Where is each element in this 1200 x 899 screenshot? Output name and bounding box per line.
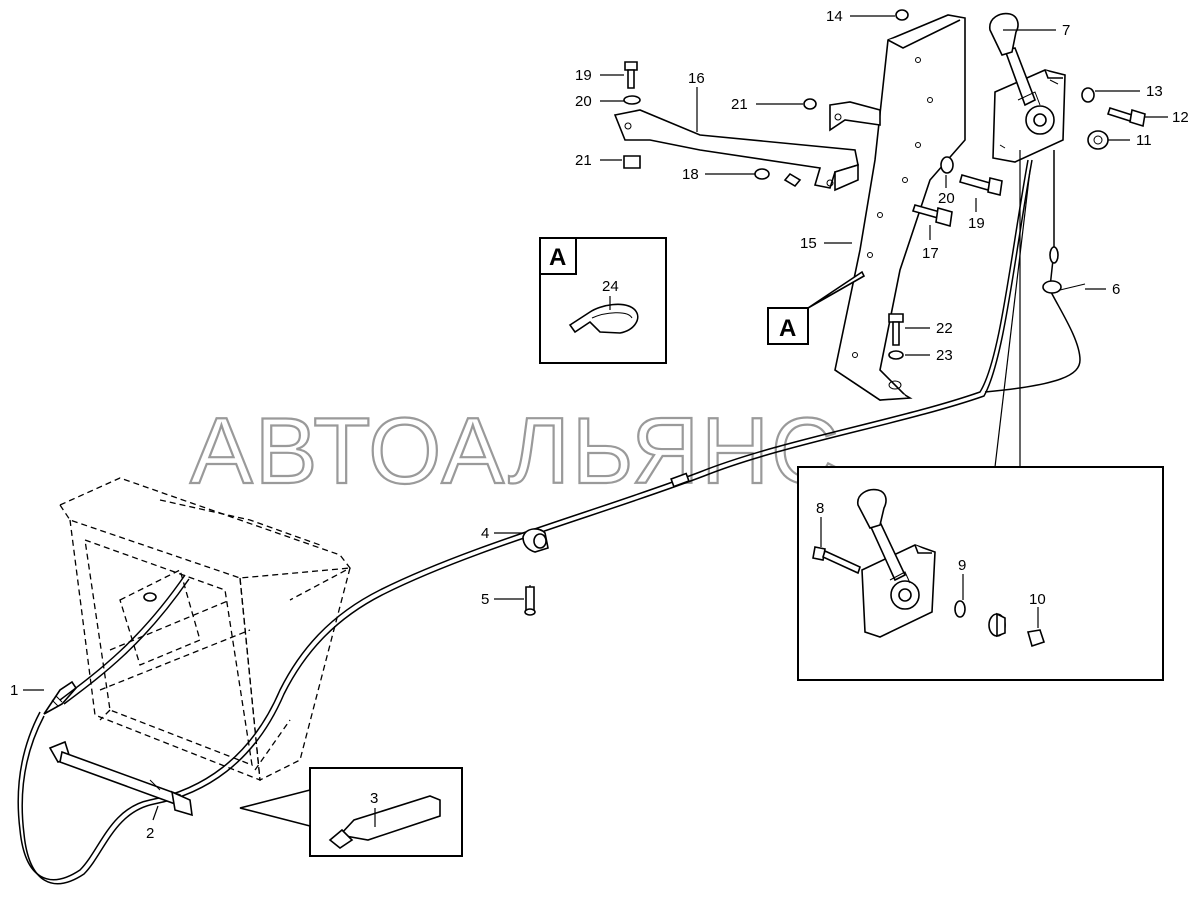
callout-22: 22 bbox=[936, 320, 953, 337]
callout-18: 18 bbox=[682, 166, 699, 183]
callout-11: 11 bbox=[1136, 132, 1152, 149]
bolt-12 bbox=[1106, 106, 1146, 128]
detail-box-lever bbox=[797, 150, 1164, 681]
support-arm-16 bbox=[613, 101, 881, 192]
callout-16: 16 bbox=[688, 70, 705, 87]
nut-10 bbox=[1026, 629, 1046, 648]
knob-10-cap bbox=[988, 612, 1006, 638]
callout-10: 10 bbox=[1029, 591, 1046, 608]
cable-tie-24 bbox=[568, 303, 639, 334]
callout-14: 14 bbox=[826, 8, 843, 25]
callout-13: 13 bbox=[1146, 83, 1163, 100]
nut-14 bbox=[895, 9, 909, 21]
washer-20-right bbox=[940, 156, 954, 174]
callout-5: 5 bbox=[481, 591, 489, 608]
callout-8: 8 bbox=[816, 500, 824, 517]
callout-19a: 19 bbox=[575, 67, 592, 84]
callout-6: 6 bbox=[1112, 281, 1120, 298]
nut-21-left bbox=[623, 155, 641, 169]
detail-box-a: A bbox=[539, 237, 667, 364]
lever-cable-branch bbox=[984, 150, 1086, 393]
cable-clip bbox=[143, 592, 157, 602]
watermark-text: АВТОАЛЬЯНС bbox=[190, 398, 841, 503]
nut-18 bbox=[754, 168, 770, 180]
callout-17: 17 bbox=[922, 245, 939, 262]
callout-2: 2 bbox=[146, 825, 154, 842]
nut-11 bbox=[1087, 130, 1109, 150]
callout-15: 15 bbox=[800, 235, 817, 252]
view-marker-a: A bbox=[767, 270, 866, 345]
screw-5 bbox=[524, 585, 536, 616]
callout-19b: 19 bbox=[968, 215, 985, 232]
bracket-2 bbox=[48, 740, 193, 817]
nut-21-right bbox=[803, 98, 817, 110]
washer-13 bbox=[1081, 87, 1095, 103]
callout-7: 7 bbox=[1062, 22, 1070, 39]
bolt-19-left bbox=[624, 61, 638, 89]
callout-9: 9 bbox=[958, 557, 966, 574]
leader-lines bbox=[23, 15, 1168, 827]
callout-3: 3 bbox=[370, 790, 378, 807]
housing-outline bbox=[59, 477, 351, 782]
clamp-4 bbox=[522, 528, 549, 553]
bolt-22 bbox=[888, 313, 904, 346]
callout-20a: 20 bbox=[575, 93, 592, 110]
inner-cable bbox=[59, 574, 186, 701]
washer-20-left bbox=[623, 95, 641, 105]
callout-4: 4 bbox=[481, 525, 489, 542]
callout-numbers: 1 2 3 4 5 6 7 8 9 10 11 12 13 14 15 16 1… bbox=[10, 8, 1189, 842]
callout-24: 24 bbox=[602, 278, 619, 295]
washer-9 bbox=[954, 600, 966, 618]
lever-assembly-detail bbox=[857, 488, 936, 638]
callout-21a: 21 bbox=[575, 152, 592, 169]
grease-tube-3 bbox=[328, 795, 441, 849]
callout-20b: 20 bbox=[938, 190, 955, 207]
callout-21b: 21 bbox=[731, 96, 748, 113]
detail-box-letter: A bbox=[549, 244, 566, 271]
bolt-19-right bbox=[959, 174, 1003, 196]
callout-23: 23 bbox=[936, 347, 953, 364]
bolt-8 bbox=[812, 546, 861, 575]
view-marker-letter: A bbox=[779, 315, 796, 342]
washer-23 bbox=[888, 350, 904, 360]
mounting-plate-15 bbox=[834, 14, 966, 401]
callout-1: 1 bbox=[10, 682, 18, 699]
detail-box-3 bbox=[239, 767, 463, 857]
bolt-17 bbox=[911, 204, 953, 228]
control-lever-7 bbox=[989, 12, 1066, 163]
callout-12: 12 bbox=[1172, 109, 1189, 126]
